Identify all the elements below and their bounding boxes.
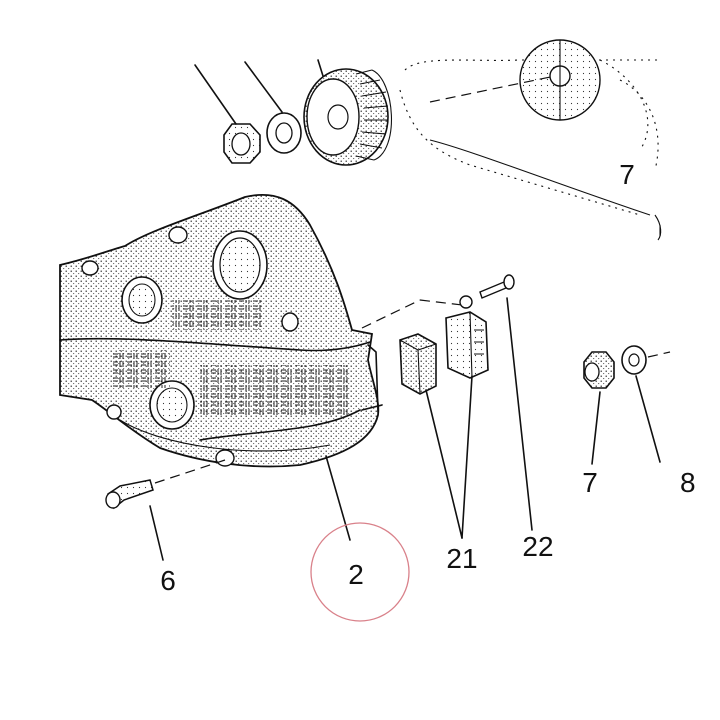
- highlight-circle: [310, 522, 410, 622]
- callout-2: 2: [348, 559, 364, 590]
- callout-7-top: 7: [619, 159, 635, 190]
- rubber-block: [399, 333, 437, 395]
- callout-8-right: 8: [680, 467, 696, 498]
- callout-7-right: 7: [582, 467, 598, 498]
- callout-22: 22: [522, 531, 553, 562]
- timing-belt-cover: [59, 193, 383, 468]
- nut-right: [583, 351, 615, 465]
- washer-top: [244, 61, 302, 154]
- toothed-pulley: [303, 59, 392, 166]
- nut-top: [194, 64, 261, 164]
- callout-6: 6: [160, 565, 176, 596]
- screw-6: [105, 479, 164, 561]
- washer-right: [621, 345, 671, 463]
- camshaft-hub: [429, 39, 601, 121]
- callout-21: 21: [446, 543, 477, 574]
- mounting-bracket: [445, 295, 489, 379]
- bolt-22: [479, 274, 533, 531]
- engine-block-outline: [399, 59, 662, 241]
